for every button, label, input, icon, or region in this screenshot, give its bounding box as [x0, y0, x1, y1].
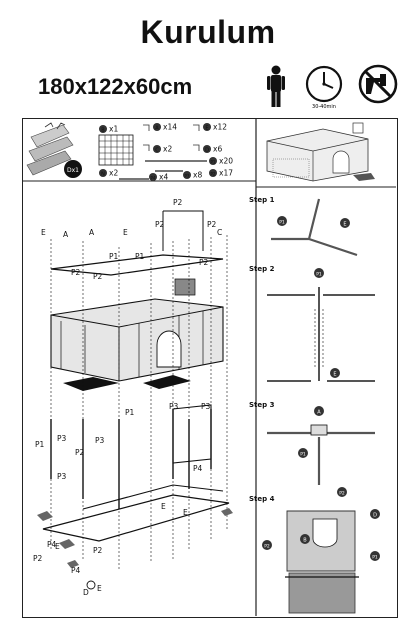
label-c-1: C [217, 228, 222, 237]
person-icon [267, 65, 285, 107]
label-a-1: A [63, 230, 69, 239]
svg-text:E: E [205, 126, 208, 132]
assembled-preview [266, 122, 375, 182]
label-p4-b: P4 [47, 540, 57, 549]
svg-text:x4: x4 [159, 173, 168, 182]
svg-text:E: E [333, 372, 336, 378]
step-3: Step 3 A P1 [249, 401, 375, 485]
part-id-dx1: Dx1 [67, 167, 79, 174]
label-e-6: E [55, 542, 60, 551]
label-p1-b: P1 [135, 252, 145, 261]
label-a-2: A [89, 228, 95, 237]
label-p1-c: P1 [35, 440, 45, 449]
svg-text:E: E [343, 222, 346, 228]
label-p3-e: P3 [201, 402, 211, 411]
svg-text:Step 2: Step 2 [249, 265, 275, 273]
label-p2-c: P2 [93, 272, 103, 281]
label-e-1: E [41, 228, 46, 237]
label-p1-d: P1 [125, 408, 135, 417]
label-p2-d: P2 [199, 258, 209, 267]
label-p3-b: P3 [57, 472, 67, 481]
svg-text:A: A [317, 410, 321, 416]
clock-icon [305, 65, 343, 103]
svg-text:x2: x2 [109, 169, 118, 178]
step-1: Step 1 P1 E [249, 196, 358, 257]
svg-text:Step 3: Step 3 [249, 401, 275, 409]
label-p4-c: P4 [71, 566, 81, 575]
svg-text:A: A [155, 126, 159, 132]
label-d-1: D [83, 588, 89, 597]
step-4: Step 4 P2 D P2 B P1 [249, 487, 380, 614]
svg-text:P2: P2 [339, 491, 345, 497]
svg-text:B: B [303, 538, 307, 544]
label-e-5: E [97, 584, 102, 593]
label-p2-g: P2 [93, 546, 103, 555]
exploded-view: P2 P2 P2 P1 P1 P2 P2 P2 E A A E C P1 P3 … [33, 198, 233, 597]
svg-text:x12: x12 [213, 123, 227, 132]
svg-text:N: N [101, 172, 105, 178]
label-p2-left: P2 [155, 220, 165, 229]
label-p2-right: P2 [207, 220, 217, 229]
svg-text:D: D [205, 148, 209, 154]
svg-text:Step 1: Step 1 [249, 196, 275, 204]
label-e-4: E [183, 508, 188, 517]
svg-text:x20: x20 [219, 157, 233, 166]
label-p3-c: P3 [95, 436, 105, 445]
svg-text:x1: x1 [109, 125, 118, 134]
info-icons: 30-40min [267, 64, 398, 110]
svg-text:P1: P1 [372, 555, 378, 561]
label-p2-top: P2 [173, 198, 183, 207]
svg-text:P2: P2 [211, 172, 216, 177]
svg-text:x14: x14 [163, 123, 177, 132]
no-drill-icon [358, 64, 398, 104]
label-e-3: E [161, 502, 166, 511]
svg-text:P2: P2 [264, 544, 270, 550]
svg-text:x17: x17 [219, 169, 233, 178]
svg-text:x8: x8 [193, 171, 202, 180]
label-p3-d: P3 [169, 402, 179, 411]
svg-text:P3: P3 [185, 174, 190, 179]
time-note: 30-40min [312, 104, 336, 110]
label-p4-a: P4 [193, 464, 203, 473]
label-p1-a: P1 [109, 252, 119, 261]
svg-text:C: C [155, 148, 159, 154]
label-p3-a: P3 [57, 434, 67, 443]
svg-text:P1: P1 [316, 272, 322, 278]
svg-text:B: B [101, 128, 105, 134]
svg-text:x6: x6 [213, 145, 222, 154]
svg-text:D: D [373, 513, 377, 519]
svg-text:Step 4: Step 4 [249, 495, 275, 503]
dimensions-label: 180x122x60cm [38, 74, 193, 99]
svg-text:P1: P1 [300, 452, 306, 458]
page-title: Kurulum [140, 14, 276, 50]
label-p2-e: P2 [75, 448, 85, 457]
label-p2-b: P2 [71, 268, 81, 277]
net-icon [98, 134, 134, 166]
svg-text:P1: P1 [211, 160, 216, 165]
label-p2-f: P2 [33, 554, 43, 563]
svg-text:P1: P1 [279, 220, 285, 226]
label-e-2: E [123, 228, 128, 237]
step-2: Step 2 P1 E [249, 265, 375, 382]
svg-text:x2: x2 [163, 145, 172, 154]
svg-text:P4: P4 [151, 176, 156, 181]
